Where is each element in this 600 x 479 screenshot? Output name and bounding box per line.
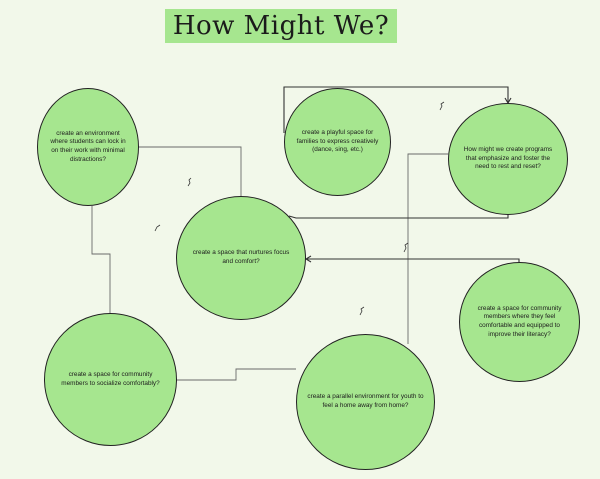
node-lock-in[interactable]: create an environment where students can… [37,88,139,206]
connector-parallel-to-programs [407,153,448,344]
node-label: create a parallel environment for youth … [307,393,424,409]
connector-literacy-to-focus [306,258,520,262]
cursor-mark-5 [359,306,365,316]
connector-playful-to-programs [283,86,509,133]
connector-lockin-to-socialize [91,206,111,313]
node-label: create a space for community members to … [61,370,160,387]
cursor-mark-4 [403,242,409,253]
node-label: How might we create programs that emphas… [463,146,553,171]
node-label: create a space that nurtures focus and c… [192,249,290,265]
connector-lockin-to-focus [138,146,242,196]
cursor-mark-2 [154,224,161,232]
node-parallel[interactable]: create a parallel environment for youth … [296,334,435,470]
page-title: How Might We? [172,11,390,41]
node-literacy[interactable]: create a space for community members whe… [459,262,580,382]
node-label: create an environment where students can… [50,129,126,163]
node-label: create a space for community members whe… [477,304,562,338]
arrowhead-focus-right [304,255,312,263]
cursor-mark-1 [187,177,192,187]
node-playful[interactable]: create a playful space for families to e… [284,88,391,196]
connector-socialize-to-parallel [176,368,296,381]
title-banner: How Might We? [165,9,397,43]
node-focus[interactable]: create a space that nurtures focus and c… [176,196,306,320]
node-label: create a playful space for families to e… [296,129,379,154]
node-socialize[interactable]: create a space for community members to … [44,313,177,446]
cursor-mark-3 [439,101,445,111]
node-programs[interactable]: How might we create programs that emphas… [448,103,568,215]
connector-programs-to-focus [288,215,509,219]
